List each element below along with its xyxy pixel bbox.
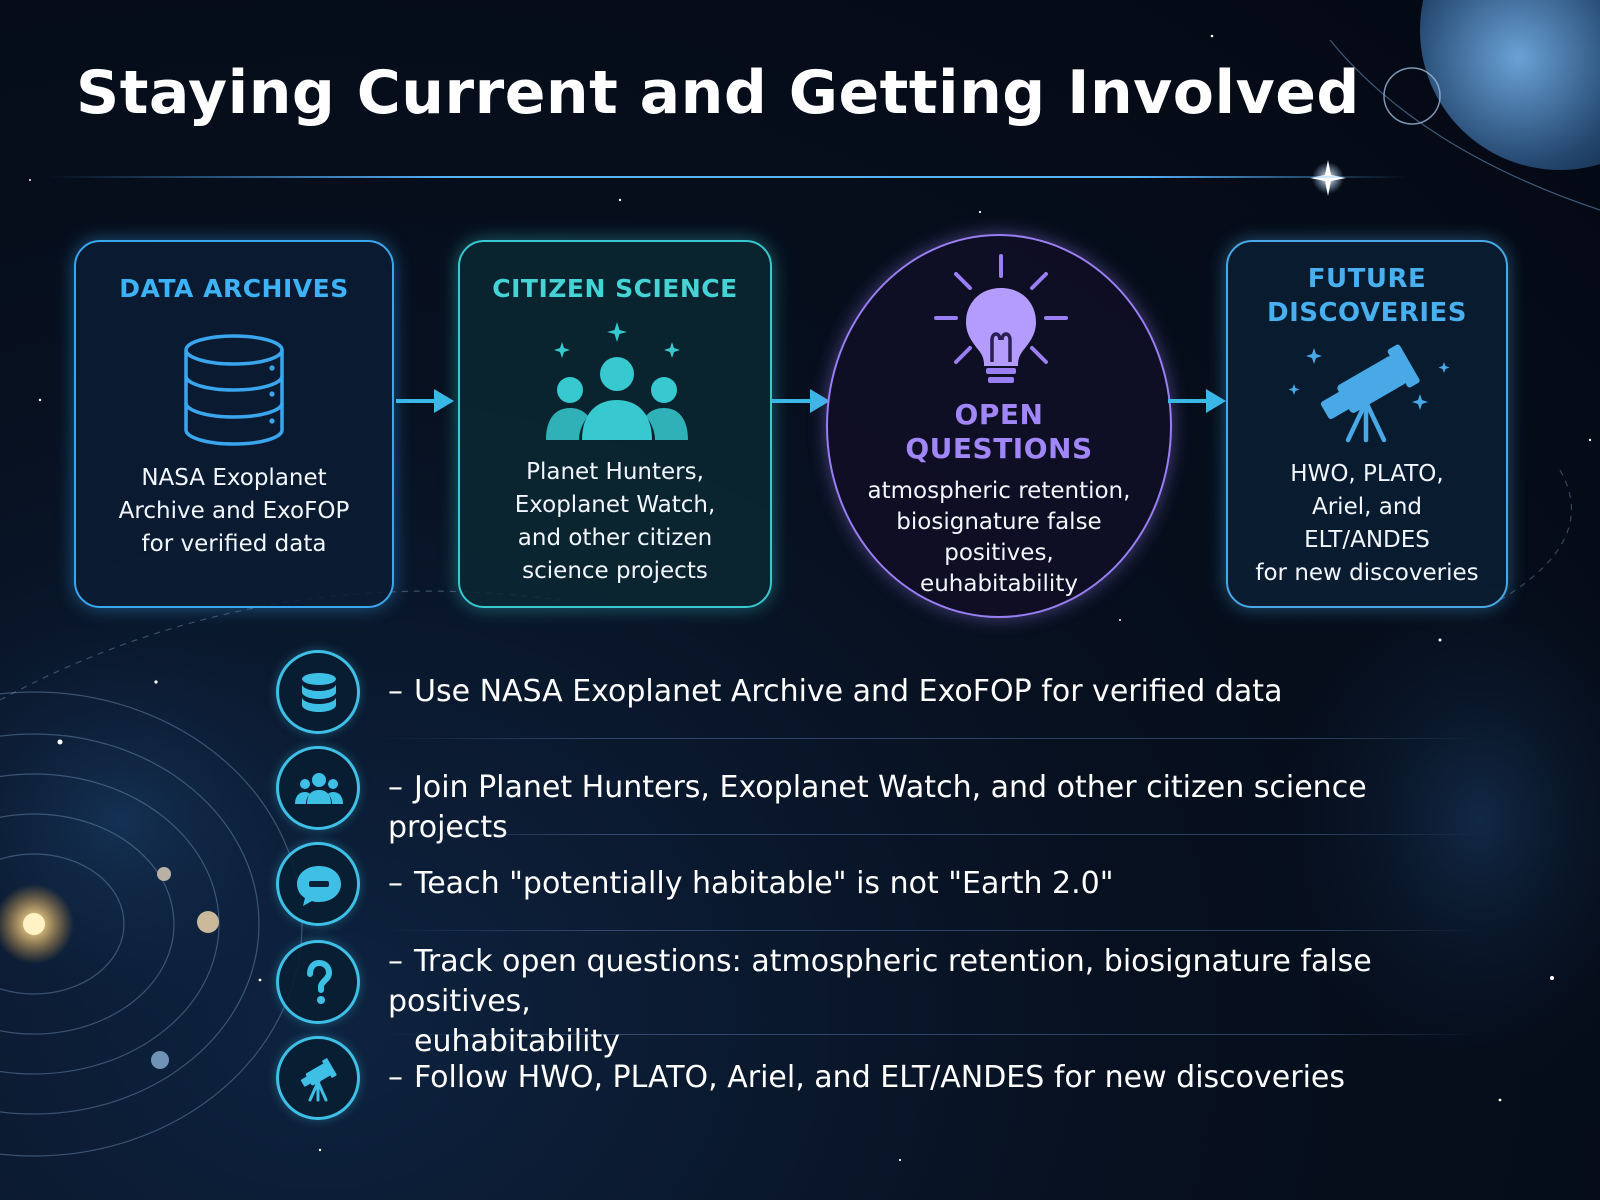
- list-item-follow: –Follow HWO, PLATO, Ariel, and ELT/ANDES…: [276, 1036, 1496, 1128]
- telescope-icon: [1288, 344, 1450, 443]
- card-open-questions: OPEN QUESTIONS atmospheric retention, bi…: [826, 234, 1172, 618]
- chat-bubble-icon: [276, 842, 360, 926]
- card-description: Planet Hunters, Exoplanet Watch, and oth…: [514, 459, 716, 584]
- flow-arrow: [396, 389, 454, 413]
- card-description: NASA Exoplanet Archive and ExoFOP for ve…: [118, 465, 350, 557]
- list-item-text: –Join Planet Hunters, Exoplanet Watch, a…: [388, 770, 1367, 845]
- page-title: Staying Current and Getting Involved: [76, 58, 1360, 128]
- card-future-discoveries: FUTURE DISCOVERIES HWO, PLATO, Ariel, an…: [1226, 240, 1508, 608]
- card-title: OPEN QUESTIONS: [905, 398, 1093, 465]
- list-item-archives: –Use NASA Exoplanet Archive and ExoFOP f…: [276, 650, 1496, 742]
- list-item-text: –Use NASA Exoplanet Archive and ExoFOP f…: [388, 674, 1283, 709]
- list-divider: [380, 1034, 1480, 1035]
- list-item-citizen-science: –Join Planet Hunters, Exoplanet Watch, a…: [276, 746, 1496, 845]
- list-item-open-questions: –Track open questions: atmospheric reten…: [276, 940, 1496, 1059]
- list-divider: [380, 930, 1480, 931]
- flow-arrow: [772, 389, 830, 413]
- telescope-icon: [276, 1036, 360, 1120]
- card-title: CITIZEN SCIENCE: [492, 274, 738, 303]
- list-item-text: –Teach "potentially habitable" is not "E…: [388, 866, 1114, 901]
- people-group-icon: [546, 322, 688, 440]
- list-divider: [380, 738, 1480, 739]
- database-icon: [184, 334, 284, 446]
- list-divider: [380, 834, 1480, 835]
- people-group-icon: [276, 746, 360, 830]
- flow-arrow: [1168, 389, 1226, 413]
- card-title: FUTURE DISCOVERIES: [1266, 264, 1468, 328]
- question-mark-icon: [276, 940, 360, 1024]
- database-icon: [276, 650, 360, 734]
- card-description: HWO, PLATO, Ariel, and ELT/ANDES for new…: [1255, 461, 1479, 586]
- card-data-archives: DATA ARCHIVES NASA Exoplanet Archive and…: [74, 240, 394, 608]
- list-item-text: –Track open questions: atmospheric reten…: [388, 944, 1372, 1059]
- card-title: DATA ARCHIVES: [119, 274, 349, 303]
- lightbulb-icon: [934, 254, 1068, 383]
- card-description: atmospheric retention, biosignature fals…: [867, 478, 1131, 597]
- list-item-teach: –Teach "potentially habitable" is not "E…: [276, 842, 1496, 934]
- card-citizen-science: CITIZEN SCIENCE Planet Hunters, Exoplane…: [458, 240, 772, 608]
- title-divider: [48, 176, 1408, 178]
- list-item-text: –Follow HWO, PLATO, Ariel, and ELT/ANDES…: [388, 1060, 1345, 1095]
